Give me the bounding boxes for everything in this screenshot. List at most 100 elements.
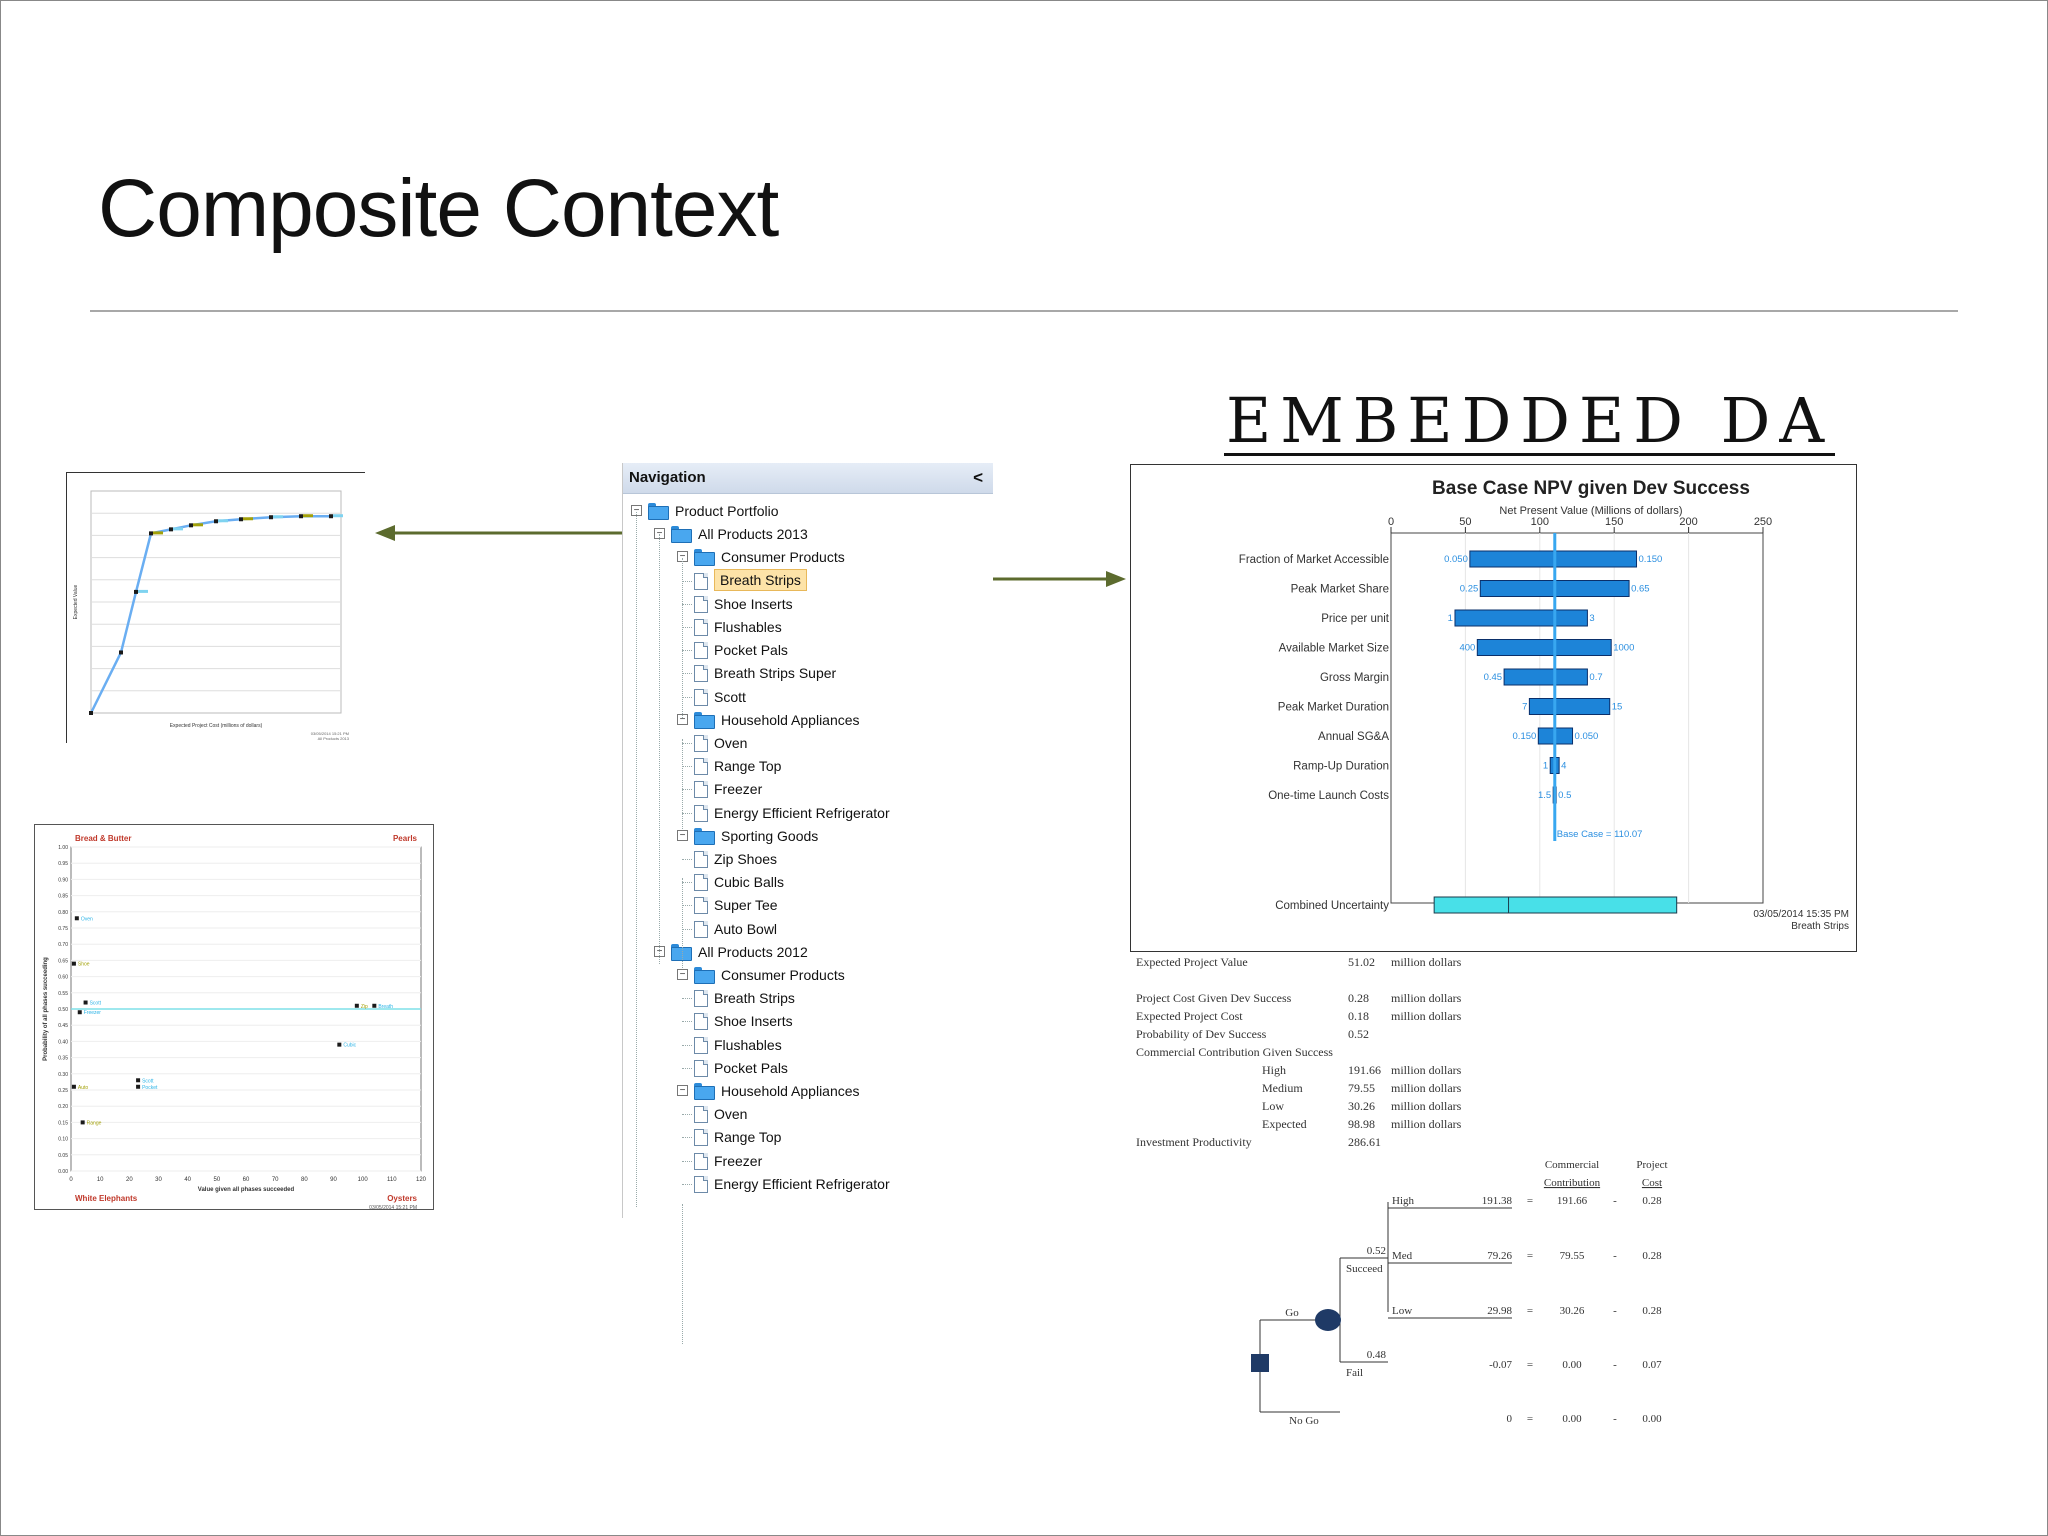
collapse-toggle-icon[interactable]: − [677,1085,688,1096]
y-tick-label: 0.35 [58,1056,68,1062]
x-tick-label: 100 [1531,516,1549,528]
frontier-point [269,515,273,520]
tree-connector [682,882,692,884]
tree-item[interactable]: Pocket Pals [623,639,983,661]
point-label-mark [243,517,253,521]
arrow-head-right [1106,571,1126,587]
branch-cost: 0.28 [1642,1195,1662,1207]
point-label-mark [333,514,343,518]
tree-item[interactable]: Auto Bowl [623,918,983,940]
x-tick-label: 50 [1459,516,1471,528]
tree-item[interactable]: Energy Efficient Refrigerator [623,802,983,824]
tornado-high-label: 15 [1612,702,1623,713]
tree-item[interactable]: Cubic Balls [623,871,983,893]
tree-item[interactable]: Super Tee [623,894,983,916]
y-tick-label: 0.70 [58,942,68,948]
tree-item[interactable]: Breath Strips [623,987,983,1009]
document-icon [694,804,708,822]
tree-folder[interactable]: −All Products 2012 [623,941,983,963]
stat-value: 51.02 [1348,955,1375,969]
tree-item[interactable]: Shoe Inserts [623,1010,983,1032]
tornado-high-label: 0.5 [1558,790,1571,801]
tree-item[interactable]: Flushables [623,616,983,638]
y-tick-label: 0.25 [58,1088,68,1094]
efficient-frontier-chart: Expected Project Cost (millions of dolla… [66,472,365,743]
tornado-category-label: Peak Market Share [1291,584,1389,596]
scatter-point [354,1003,359,1008]
scatter-point [74,916,79,921]
scatter-point-label: Scott [90,1001,102,1007]
tornado-low-label: 0.150 [1513,731,1537,742]
decision-node [1251,1354,1269,1372]
tree-item[interactable]: Energy Efficient Refrigerator [623,1173,983,1195]
collapse-toggle-icon[interactable]: − [677,829,688,841]
tree-item-label: Zip Shoes [714,851,778,867]
point-label-mark [153,531,163,535]
document-icon [694,781,708,799]
tree-item-label: Sporting Goods [721,827,819,844]
frontier-xlabel: Expected Project Cost (millions of dolla… [170,723,263,729]
base-case-label: Base Case = 110.07 [1557,829,1643,840]
tree-item[interactable]: Range Top [623,1126,983,1148]
x-tick-label: 70 [272,1177,279,1183]
tree-item[interactable]: Freezer [623,1150,983,1172]
slide-title: Composite Context [98,163,779,254]
tree-connector [682,1160,692,1162]
tree-item[interactable]: Zip Shoes [623,848,983,870]
scatter-point-label: Scott [142,1078,154,1084]
tree-item-label: Scott [714,688,746,705]
tree-item[interactable]: Shoe Inserts [623,593,983,615]
quadrant-label-top-left: Bread & Butter [75,834,131,843]
branch-contribution: 0.00 [1562,1359,1582,1371]
x-tick-label: 0 [69,1177,73,1183]
tree-item-label: Range Top [714,758,782,775]
tree-item[interactable]: Oven [623,732,983,754]
tree-folder[interactable]: − Sporting Goods [623,825,983,847]
scatter-point-label: Zip [361,1004,368,1010]
tree-item-label: Cubic Balls [714,874,785,891]
efficient-frontier-plot: Expected Project Cost (millions of dolla… [73,490,350,741]
tree-folder[interactable]: −Consumer Products [623,546,983,568]
stat-label: Probability of Dev Success [1136,1027,1267,1041]
tree-guide-line [659,534,660,964]
equals-sign: = [1527,1413,1533,1425]
tree-connector [682,580,692,582]
tree-connector [682,998,692,1000]
document-icon [694,1106,708,1124]
scatter-point-label: Cubic [343,1043,356,1049]
tree-item[interactable]: Freezer [623,778,983,800]
tree-item-label: Shoe Inserts [714,1013,793,1030]
collapse-panel-button[interactable]: < [973,468,983,487]
tree-item[interactable]: Oven [623,1103,983,1125]
tree-folder[interactable]: −All Products 2013 [623,523,983,545]
tree-item[interactable]: Range Top [623,755,983,777]
scatter-point-label: Range [87,1120,102,1126]
scatter-point [80,1120,85,1125]
tree-folder[interactable]: −Consumer Products [623,964,983,986]
folder-icon [694,827,715,845]
tree-item[interactable]: Breath Strips [623,568,983,592]
tree-item[interactable]: Scott [623,686,983,708]
frontier-point [89,711,93,715]
stat-value: 191.66 [1348,1063,1381,1077]
tree-item[interactable]: Breath Strips Super [623,662,983,684]
tree-guide-line [682,878,683,968]
tree-item[interactable]: Pocket Pals [623,1057,983,1079]
portfolio-scatter-plot: 0.000.050.100.150.200.250.300.350.400.45… [43,834,427,1217]
stat-label: Low [1262,1099,1284,1113]
tree-folder[interactable]: −Household Appliances [623,1080,983,1102]
tree-connector [682,673,692,675]
collapse-toggle-icon[interactable]: − [677,969,688,980]
navigation-panel: Navigation < −Product Portfolio−All Prod… [622,463,993,1344]
tree-item[interactable]: Flushables [623,1034,983,1056]
tree-folder[interactable]: −Household Appliances [623,709,983,731]
tree-folder[interactable]: −Product Portfolio [623,500,983,522]
branch-value: 79.26 [1487,1250,1512,1262]
tree-connector [682,1137,692,1139]
tree-connector [682,1183,692,1185]
